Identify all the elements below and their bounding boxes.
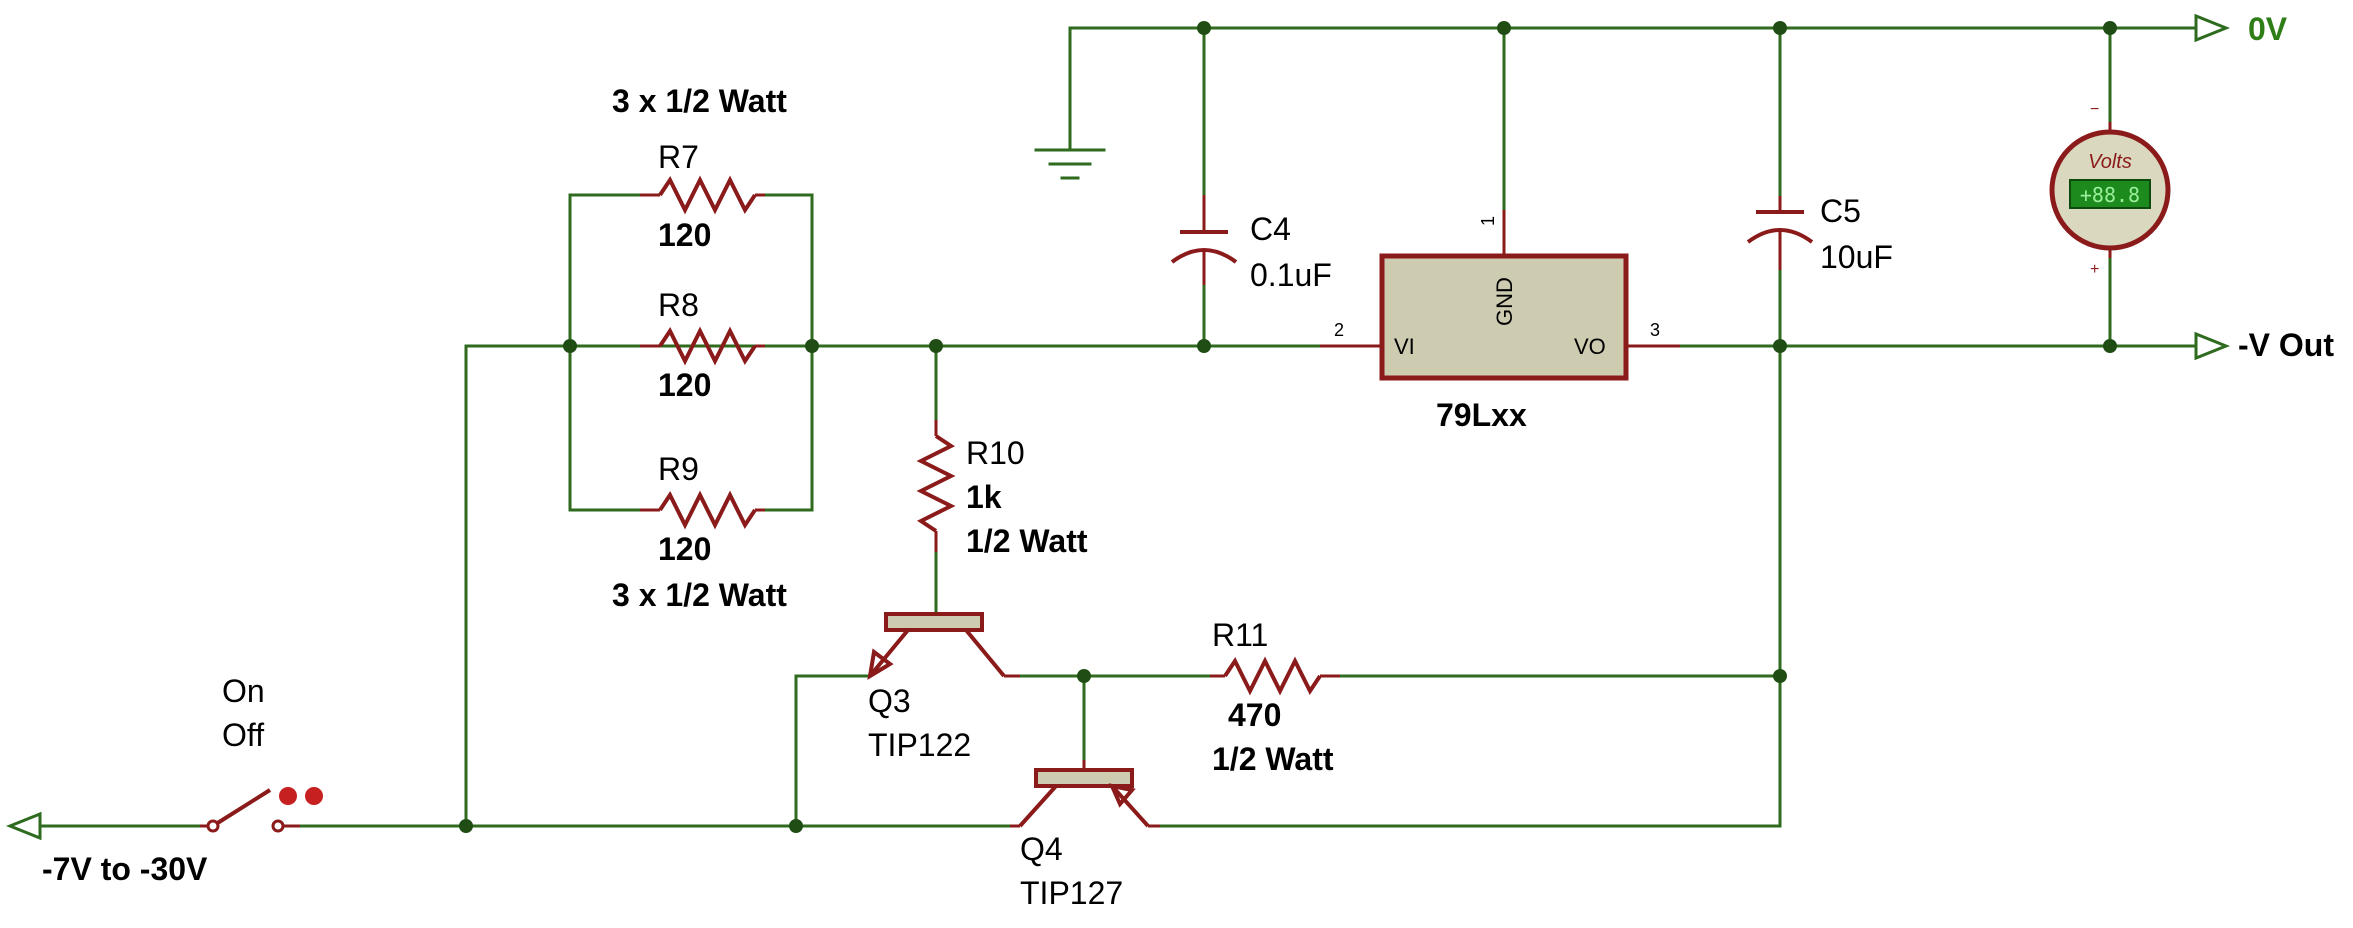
capacitor-c4 xyxy=(1170,195,1238,285)
r8-value: 120 xyxy=(658,367,711,403)
r11-power-label: 1/2 Watt xyxy=(1212,741,1334,777)
c5-value: 10uF xyxy=(1820,239,1893,275)
r7-label: R7 xyxy=(658,139,699,175)
wires xyxy=(68,26,2192,828)
pin-gnd-label: GND xyxy=(1492,277,1517,326)
regulator-label: 79Lxx xyxy=(1436,397,1527,433)
pin-vi-label: VI xyxy=(1394,334,1415,359)
switch-indicator-icon xyxy=(305,787,323,805)
switch-off-label: Off xyxy=(222,717,264,753)
junction-dots xyxy=(459,21,2117,833)
transistor-q3 xyxy=(867,612,1020,680)
transistor-q4 xyxy=(1010,760,1160,828)
switch-on-label: On xyxy=(222,673,265,709)
terminal-vout-icon xyxy=(2188,331,2231,361)
r7-value: 120 xyxy=(658,217,711,253)
meter-reading: +88.8 xyxy=(2080,183,2140,207)
output-label: -V Out xyxy=(2238,327,2334,363)
meter-display xyxy=(2069,179,2151,209)
r10-value: 1k xyxy=(966,479,1002,515)
pin-1-label: 1 xyxy=(1478,216,1498,226)
capacitor-c5 xyxy=(1746,196,1814,270)
c4-value: 0.1uF xyxy=(1250,257,1332,293)
pin-2-label: 2 xyxy=(1334,320,1344,340)
resistor-r7 xyxy=(640,175,765,215)
resistor-r11 xyxy=(1210,656,1340,696)
r11-label: R11 xyxy=(1212,617,1268,653)
r9-power-label: 3 x 1/2 Watt xyxy=(612,577,787,613)
meter-title: Volts xyxy=(2088,151,2132,173)
r11-value: 470 xyxy=(1228,697,1281,733)
r10-label: R10 xyxy=(966,435,1025,471)
r10-power-label: 1/2 Watt xyxy=(966,523,1088,559)
labels: 3 x 1/2 Watt R7 120 R8 120 R9 120 3 x 1/… xyxy=(42,11,2334,911)
pin-vo-label: VO xyxy=(1574,334,1606,359)
resistor-r8 xyxy=(640,326,765,366)
terminal-input-icon xyxy=(5,811,72,841)
regulator-79lxx xyxy=(1320,210,1680,381)
r9-value: 120 xyxy=(658,531,711,567)
resistor-r10 xyxy=(916,420,956,552)
q3-label: Q3 xyxy=(868,683,911,719)
voltmeter xyxy=(2049,122,2171,258)
r8-label: R8 xyxy=(658,287,699,323)
r9-label: R9 xyxy=(658,451,699,487)
input-label: -7V to -30V xyxy=(42,851,208,887)
switch-indicator-icon xyxy=(279,787,297,805)
ground-icon xyxy=(1034,148,1106,180)
c4-label: C4 xyxy=(1250,211,1291,247)
terminal-0v-icon xyxy=(2188,13,2231,43)
power-switch xyxy=(200,787,323,833)
q4-label: Q4 xyxy=(1020,831,1063,867)
r7-power-label: 3 x 1/2 Watt xyxy=(612,83,787,119)
q3-part: TIP122 xyxy=(868,727,971,763)
q4-part: TIP127 xyxy=(1020,875,1123,911)
resistor-r9 xyxy=(640,490,765,530)
c5-label: C5 xyxy=(1820,193,1861,229)
pin-3-label: 3 xyxy=(1650,320,1660,340)
ground-rail-label: 0V xyxy=(2248,11,2288,47)
meter-minus-label: − xyxy=(2090,101,2099,118)
meter-plus-label: + xyxy=(2090,261,2099,278)
